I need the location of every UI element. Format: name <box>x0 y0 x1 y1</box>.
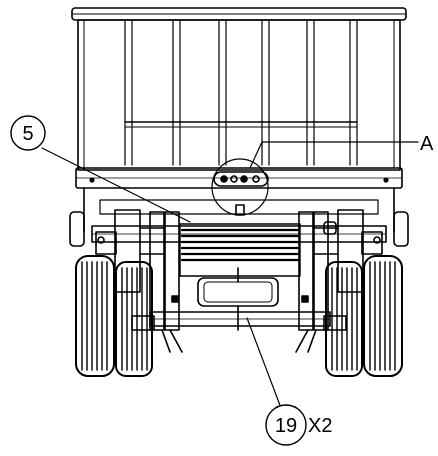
leader-lines <box>41 141 419 409</box>
cargo-box <box>71 7 407 171</box>
wheel-right-inner <box>325 261 363 377</box>
callout-bubble-19 <box>265 404 307 446</box>
callout-bubble-5 <box>10 115 46 151</box>
wheel-left-inner <box>115 261 153 377</box>
callout-label-19: 19 <box>275 415 297 437</box>
leader-line-item-5 <box>41 147 191 223</box>
callout-item-19: 19 X2 <box>265 404 332 446</box>
axle-housing <box>179 223 301 277</box>
rear-crossbeam <box>149 305 331 331</box>
differential-block <box>197 267 279 307</box>
hitch-connector <box>213 171 269 216</box>
leader-line-item-19 <box>246 317 282 409</box>
callout-label-5: 5 <box>22 123 33 145</box>
wheel-right-outer <box>363 255 403 377</box>
right-suspension <box>295 209 409 353</box>
bumper-rail <box>75 167 403 189</box>
detail-circle-a <box>211 158 269 216</box>
callout-item-5: 5 <box>10 115 46 151</box>
callout-label-a: A <box>420 133 434 155</box>
callout-qty-19: X2 <box>308 415 332 437</box>
left-suspension <box>69 209 183 353</box>
wheel-left-outer <box>75 255 115 377</box>
callout-detail-a: A <box>420 133 434 155</box>
